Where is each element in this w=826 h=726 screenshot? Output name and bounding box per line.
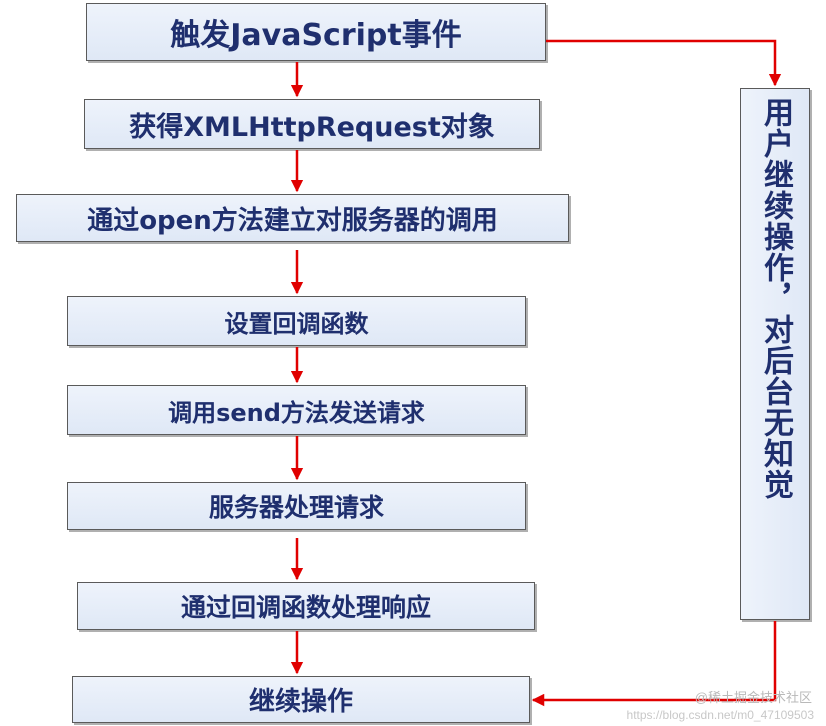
arrow-side-s8 (531, 621, 777, 707)
step-label: 调用send方法发送请求 (168, 398, 425, 427)
step-label: 服务器处理请求 (208, 493, 384, 522)
step-continue: 继续操作 (72, 676, 530, 723)
step-send-request: 调用send方法发送请求 (67, 385, 526, 435)
step-label: 继续操作 (248, 687, 353, 717)
watermark-brand: @稀土掘金技术社区 (694, 690, 812, 705)
step-label: 通过open方法建立对服务器的调用 (87, 205, 498, 236)
side-box-user-continues: 用户继续操作，对后台无知觉 (740, 88, 810, 620)
step-callback-response: 通过回调函数处理响应 (77, 582, 535, 630)
step-label: 获得XMLHttpRequest对象 (129, 111, 495, 143)
step-label: 触发JavaScript事件 (170, 18, 462, 53)
step-server-process: 服务器处理请求 (67, 482, 526, 530)
step-set-callback: 设置回调函数 (67, 296, 526, 346)
arrow-s1-side (546, 39, 782, 87)
side-box-label: 用户继续操作，对后台无知觉 (758, 97, 793, 500)
step-open-method: 通过open方法建立对服务器的调用 (16, 194, 569, 242)
step-label: 通过回调函数处理响应 (180, 593, 431, 622)
watermark-url: https://blog.csdn.net/m0_47109503 (626, 708, 814, 722)
step-trigger-js-event: 触发JavaScript事件 (86, 3, 546, 61)
step-label: 设置回调函数 (224, 309, 369, 338)
step-get-xhr-object: 获得XMLHttpRequest对象 (84, 99, 540, 149)
